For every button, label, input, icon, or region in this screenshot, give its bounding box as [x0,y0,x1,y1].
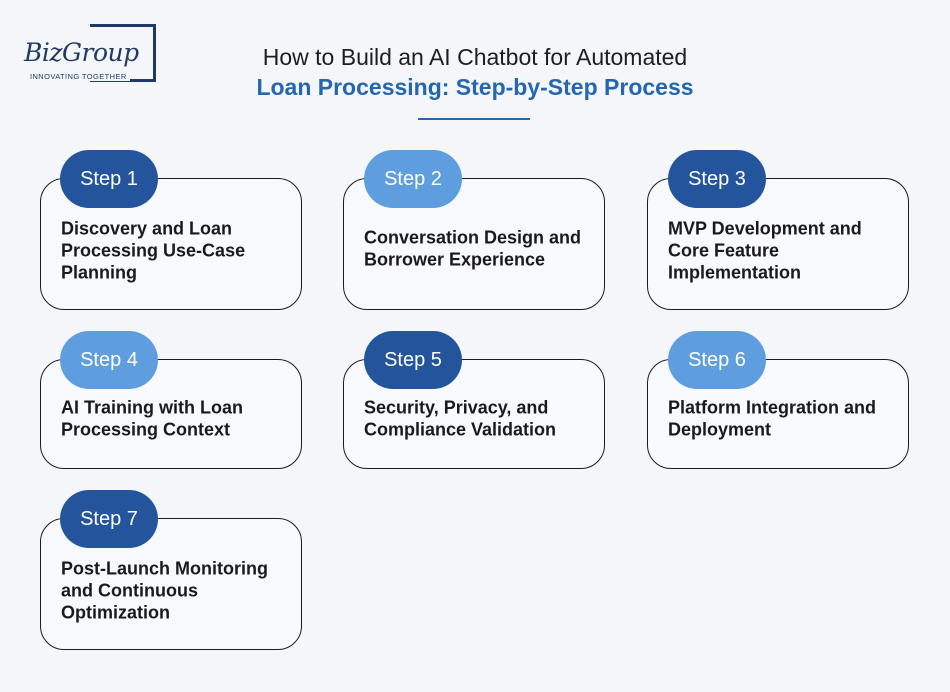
step-4-text: AI Training with Loan Processing Context [61,397,243,440]
step-1-badge: Step 1 [60,150,158,208]
step-6-text: Platform Integration and Deployment [668,397,877,440]
step-7-text: Post-Launch Monitoring and Continuous Op… [61,558,268,623]
step-card-5: Security, Privacy, and Compliance Valida… [343,359,605,469]
step-3-badge: Step 3 [668,150,766,208]
step-5-badge: Step 5 [364,331,462,389]
step-2-badge: Step 2 [364,150,462,208]
step-3-text: MVP Development and Core Feature Impleme… [668,218,862,283]
step-card-2: Conversation Design and Borrower Experie… [343,178,605,310]
step-5-text: Security, Privacy, and Compliance Valida… [364,397,557,440]
page-title-line2: Loan Processing: Step-by-Step Process [256,74,694,100]
step-6-badge: Step 6 [668,331,766,389]
page-title-line1: How to Build an AI Chatbot for Automated [262,44,688,70]
title-underline [418,118,530,120]
step-2-text: Conversation Design and Borrower Experie… [364,227,582,270]
logo-tagline: INNOVATING TOGETHER [30,72,130,81]
step-card-4: AI Training with Loan Processing Context [40,359,302,469]
step-4-badge: Step 4 [60,331,158,389]
step-7-badge: Step 7 [60,490,158,548]
logo-name: BizGroup [24,38,141,67]
bizgroup-logo: BizGroup INNOVATING TOGETHER [24,24,164,86]
step-1-text: Discovery and Loan Processing Use-Case P… [61,218,246,283]
step-card-1: Discovery and Loan Processing Use-Case P… [40,178,302,310]
